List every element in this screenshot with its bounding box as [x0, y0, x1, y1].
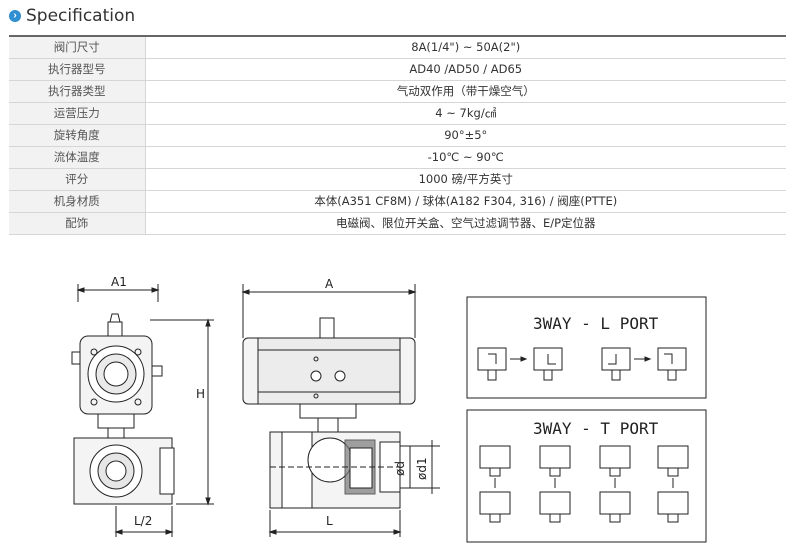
spec-value: 1000 磅/平方英寸 — [145, 168, 786, 191]
spec-value: -10℃ ~ 90℃ — [145, 146, 786, 169]
spec-key: 阀门尺寸 — [9, 36, 146, 59]
section-header: › Specification — [9, 4, 135, 28]
spec-value: 4 ~ 7kg/㎠ — [145, 102, 786, 125]
dim-l2-label: L/2 — [134, 514, 152, 528]
l-port-title: 3WAY - L PORT — [533, 314, 659, 333]
dim-d1-label: ød1 — [415, 457, 429, 480]
technical-drawing: A1 — [0, 262, 795, 555]
spec-value: 本体(A351 CF8M) / 球体(A182 F304, 316) / 阀座(… — [145, 190, 786, 213]
side-view-drawing: A1 — [71, 275, 214, 537]
section-title: Specification — [26, 6, 136, 26]
front-view-drawing: A ø — [241, 277, 440, 537]
dim-a-label: A — [325, 277, 334, 291]
dim-l-label: L — [326, 514, 333, 528]
table-row: 机身材质本体(A351 CF8M) / 球体(A182 F304, 316) /… — [9, 190, 786, 213]
spec-key: 执行器类型 — [9, 80, 146, 103]
spec-key: 流体温度 — [9, 146, 146, 169]
spec-value: 8A(1/4") ~ 50A(2") — [145, 36, 786, 59]
table-row: 流体温度-10℃ ~ 90℃ — [9, 146, 786, 169]
spec-value: 气动双作用（带干燥空气） — [145, 80, 786, 103]
spec-key: 评分 — [9, 168, 146, 191]
dim-h-label: H — [196, 387, 205, 401]
spec-key: 运营压力 — [9, 102, 146, 125]
dim-a1-label: A1 — [111, 275, 127, 289]
spec-value: AD40 /AD50 / AD65 — [145, 58, 786, 81]
t-port-title: 3WAY - T PORT — [533, 419, 659, 438]
spec-value: 电磁阀、限位开关盒、空气过滤调节器、E/P定位器 — [145, 212, 786, 235]
spec-key: 旋转角度 — [9, 124, 146, 147]
spec-key: 执行器型号 — [9, 58, 146, 81]
table-row: 执行器类型气动双作用（带干燥空气） — [9, 80, 786, 103]
spec-key: 机身材质 — [9, 190, 146, 213]
spec-value: 90°±5° — [145, 124, 786, 147]
t-port-panel: 3WAY - T PORT — [466, 409, 707, 543]
table-row: 配饰电磁阀、限位开关盒、空气过滤调节器、E/P定位器 — [9, 212, 786, 235]
l-port-panel: 3WAY - L PORT — [466, 296, 707, 399]
dim-d-label: ød — [393, 461, 407, 476]
chevron-right-icon: › — [9, 10, 21, 22]
spec-key: 配饰 — [9, 212, 146, 235]
